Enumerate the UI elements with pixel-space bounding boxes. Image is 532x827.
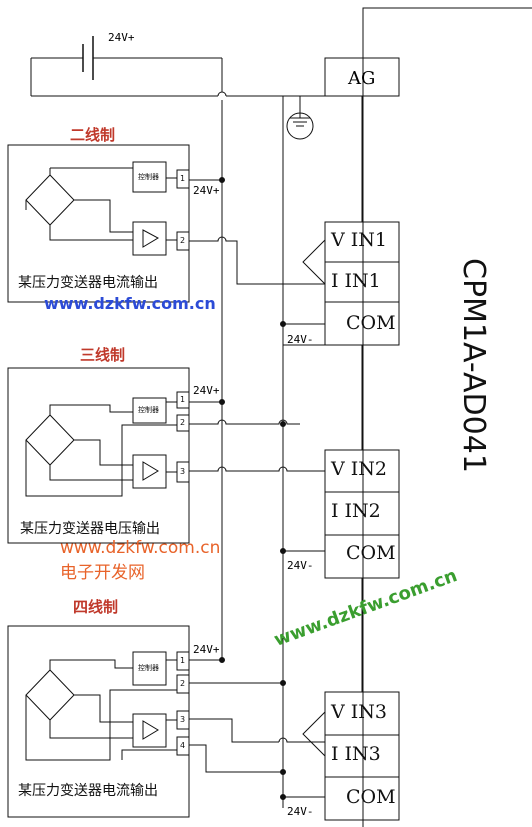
sensor-1-term-2: 2 <box>180 236 186 245</box>
terminal-2-1 <box>176 391 190 409</box>
amplifier-triangle-1 <box>142 229 160 248</box>
channel-3-minus: 24V- <box>287 805 314 818</box>
channel-1-minus: 24V- <box>287 333 314 346</box>
sensor-2-controller: 控制器 <box>138 406 159 414</box>
channel-1-v: V IN1 <box>331 229 387 251</box>
sensor-3-controller: 控制器 <box>138 664 159 672</box>
terminal-3-2 <box>176 674 190 694</box>
ag-label: AG <box>348 68 376 89</box>
jumper-1 <box>302 239 326 285</box>
sensor-1-title: 二线制 <box>70 126 116 144</box>
terminal-2-2 <box>176 414 190 432</box>
channel-2-minus: 24V- <box>287 559 314 572</box>
jumper-3 <box>302 711 326 757</box>
sensor-3-term-2: 2 <box>180 679 186 688</box>
module-outline <box>362 7 532 827</box>
junction <box>219 177 225 183</box>
ground-circle <box>286 112 314 140</box>
sensor-3-title: 四线制 <box>73 598 119 616</box>
bridge-3 <box>25 669 75 721</box>
sensor-box-1 <box>7 144 190 303</box>
controller-box-1 <box>132 161 167 193</box>
sensor-3-vlabel: 24V+ <box>193 643 220 656</box>
sensor-3-term-3: 3 <box>180 715 186 724</box>
watermark-site-2: www.dzkfw.com.cn <box>60 538 221 558</box>
watermark-site-cn: 电子开发网 <box>60 563 145 583</box>
sensor-box-2 <box>7 367 190 544</box>
sensor-2-term-2: 2 <box>180 418 186 427</box>
sensor-1-caption: 某压力变送器电流输出 <box>18 275 158 291</box>
amplifier-box-2 <box>132 454 167 489</box>
amplifier-triangle-2 <box>142 461 159 481</box>
sensor-3-term-4: 4 <box>180 741 186 750</box>
amplifier-triangle-3 <box>142 720 159 740</box>
sensor-1-controller: 控制器 <box>138 173 159 181</box>
sensor-2-caption: 某压力变送器电压输出 <box>20 521 160 537</box>
wire-crossover <box>217 91 227 97</box>
channel-1-com: COM <box>346 312 396 334</box>
channel-3-com: COM <box>346 786 396 808</box>
sensor-3-caption: 某压力变送器电流输出 <box>18 783 158 799</box>
amplifier-box-3 <box>132 713 167 748</box>
channel-3-v: V IN3 <box>331 701 387 723</box>
channel-2-v: V IN2 <box>331 458 387 480</box>
bridge-2 <box>25 414 75 466</box>
bridge-1 <box>25 174 75 226</box>
channel-2-com: COM <box>346 542 396 564</box>
module-model: CPM1A-AD041 <box>456 258 491 473</box>
terminal-3-4 <box>176 736 190 756</box>
controller-box-2 <box>132 397 167 424</box>
sensor-2-vlabel: 24V+ <box>193 384 220 397</box>
sensor-1-vlabel: 24V+ <box>193 184 220 197</box>
amplifier-box-1 <box>132 221 167 256</box>
sensor-1-term-1: 1 <box>180 174 186 183</box>
channel-2-i: I IN2 <box>331 500 381 522</box>
watermark-site-1: www.dzkfw.com.cn <box>44 294 216 313</box>
channel-3-i: I IN3 <box>331 743 381 765</box>
terminal-3-1 <box>176 651 190 671</box>
sensor-3-term-1: 1 <box>180 656 186 665</box>
sensor-2-title: 三线制 <box>80 346 126 364</box>
battery-label: 24V+ <box>108 31 135 44</box>
channel-1-i: I IN1 <box>331 270 381 292</box>
sensor-2-term-1: 1 <box>180 395 186 404</box>
terminal-1-1 <box>176 169 190 189</box>
sensor-2-term-3: 3 <box>180 467 186 476</box>
